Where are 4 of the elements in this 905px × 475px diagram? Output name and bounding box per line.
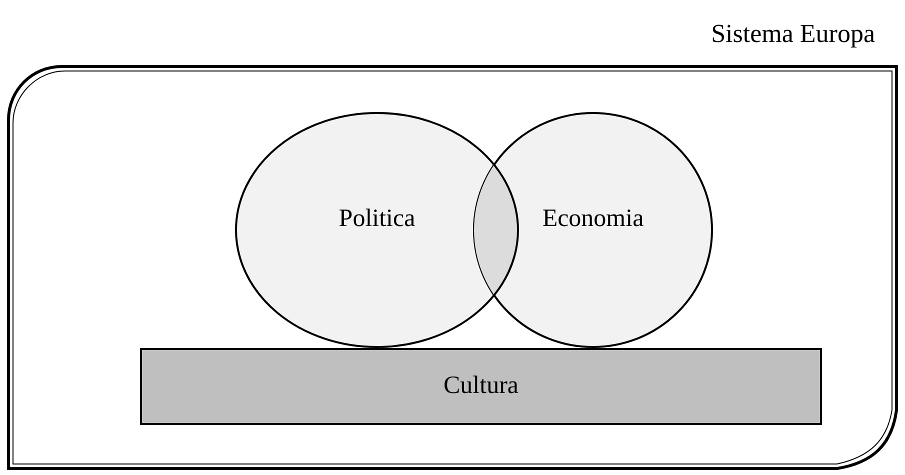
circle-label: Economia [541,205,645,233]
base-block: Cultura [140,348,822,425]
circle-label: Politica [338,205,416,233]
panel-title: Sistema Europa [711,19,875,49]
